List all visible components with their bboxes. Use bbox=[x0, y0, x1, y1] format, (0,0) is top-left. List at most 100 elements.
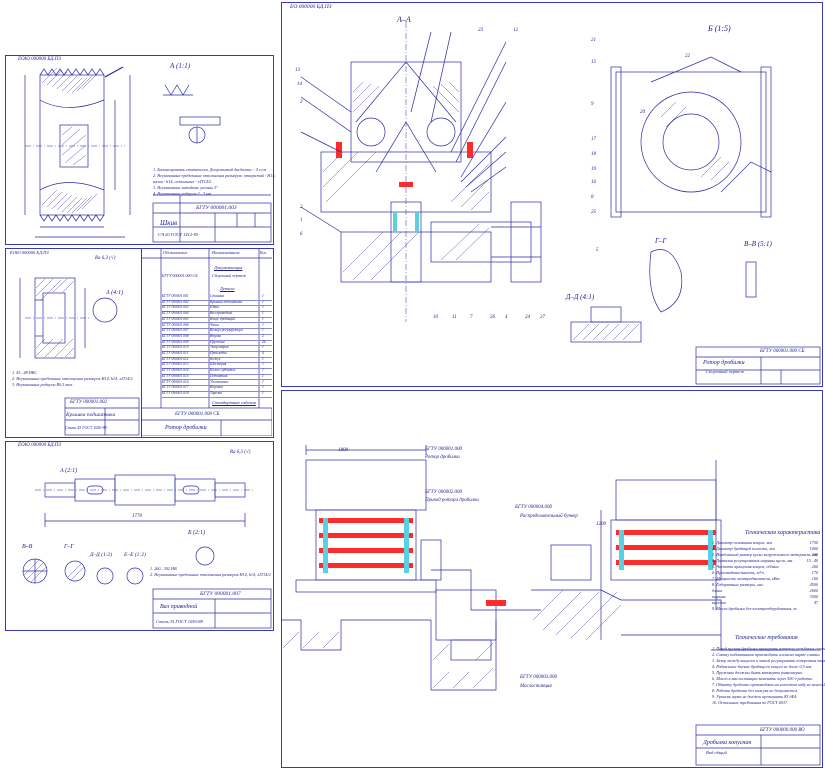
cover-doc-number: БГТУ 000001.002 bbox=[70, 400, 107, 405]
tech-req-title: Технические требования bbox=[735, 635, 798, 641]
spec-row-qty: 1 bbox=[262, 379, 264, 384]
tech-char-value: 2600 bbox=[809, 588, 818, 593]
tech-char-item: 3. Наибольший размер куска загружаемого … bbox=[712, 552, 818, 557]
tech-req-item: 3. Зазор между конусом и чашей регулиров… bbox=[712, 658, 825, 663]
spec-row-qty: 24 bbox=[262, 339, 266, 344]
general-title: Дробилка конусная bbox=[703, 740, 752, 746]
assembly-callout: 20 bbox=[640, 110, 645, 115]
cover-sheet bbox=[5, 248, 142, 438]
general-label-bunker: БГТУ 000004.000 bbox=[515, 505, 552, 510]
spec-row-name: Подпятник bbox=[210, 373, 228, 378]
assembly-callout: 23 bbox=[478, 28, 483, 33]
assembly-callout: 11 bbox=[452, 315, 457, 320]
tech-req-item: 5. Пружины должны быть затянуты равномер… bbox=[712, 670, 804, 675]
tech-char-item: длина bbox=[712, 588, 723, 593]
spec-col-name: Наименование bbox=[212, 250, 240, 255]
spec-sheet bbox=[141, 248, 274, 438]
tech-char-item: 1. Диаметр основания конуса, мм bbox=[712, 540, 772, 545]
spec-row-code: БГТУ 000001.004 bbox=[162, 311, 189, 316]
spec-row-qty: 1 bbox=[262, 328, 264, 333]
assembly-drawing bbox=[300, 22, 821, 385]
spec-row: БГТУ 000001.012 Кожух 1 bbox=[162, 357, 272, 364]
shaft-label-gg: Г–Г bbox=[64, 544, 74, 550]
general-label-base: БГТУ 000003.000 bbox=[520, 675, 557, 680]
cover-note: 2. Неуказанные предельные отклонения раз… bbox=[12, 376, 133, 381]
tech-char-value: 1750 bbox=[809, 540, 818, 545]
spec-col-qty: Кол. bbox=[260, 250, 268, 255]
spec-row-qty: 1 bbox=[262, 316, 264, 321]
general-label-drive-sub: Привод ротора дробилки bbox=[425, 498, 479, 503]
shaft-dim-main: 1770 bbox=[132, 514, 142, 519]
spec-row-code: БГТУ 000001.007 bbox=[162, 328, 189, 333]
assembly-callout: 22 bbox=[685, 54, 690, 59]
spec-row-name: Колесо зубчатое bbox=[210, 368, 236, 373]
assembly-callout: 6 bbox=[300, 232, 303, 237]
tech-req-list: 1. Перед пуском дробилки проверить затяж… bbox=[712, 646, 825, 706]
shaft-note: 2. Неуказанные предельные отклонения раз… bbox=[150, 572, 271, 577]
tech-char-value: 260 bbox=[811, 564, 818, 569]
shaft-note: 1. 260...302 HB bbox=[150, 566, 177, 571]
shaft-label-ee: Е–Е (1:2) bbox=[124, 552, 146, 558]
shaft-roughness: Ra 6,3 (√) bbox=[230, 450, 251, 455]
spec-row-name: Уплотнение bbox=[210, 379, 229, 384]
spec-row-name: Шестерня bbox=[210, 362, 227, 367]
spec-row-qty: 1 bbox=[262, 305, 264, 310]
spec-row-name: Кожух bbox=[210, 356, 221, 361]
pulley-part-name: Шкив bbox=[160, 219, 178, 227]
spec-row-qty: 1 bbox=[262, 356, 264, 361]
shaft-label-b: Б (2:1) bbox=[188, 530, 206, 536]
cover-view-label: А (4:1) bbox=[106, 290, 124, 296]
general-subtitle: Вид общий bbox=[706, 750, 727, 755]
tech-char-item: высота bbox=[712, 600, 726, 605]
cover-drawing bbox=[19, 277, 140, 436]
spec-row-qty: 2 bbox=[262, 333, 264, 338]
tech-char-item: 2. Диаметр дробящей полости, мм bbox=[712, 546, 775, 551]
tech-char-value: 160 bbox=[811, 576, 818, 581]
spec-row-name: Шкив bbox=[210, 305, 219, 310]
tech-char-value: 200 bbox=[811, 552, 818, 557]
spec-row-code: БГТУ 000001.003 bbox=[162, 305, 189, 310]
spec-row-code: БГТУ 000001.011 bbox=[162, 351, 189, 355]
shaft-part-name: Вал приводной bbox=[160, 604, 198, 610]
assembly-callout: 26 bbox=[490, 315, 495, 320]
spec-row-code: БГТУ 000001.018 bbox=[162, 390, 189, 395]
spec-row-qty: 1 bbox=[262, 322, 264, 327]
spec-row-qty: 1 bbox=[262, 299, 264, 304]
spec-section-parts: Детали bbox=[220, 286, 235, 291]
spec-doc-row-code: БГТУ 000001.000 СБ bbox=[162, 273, 198, 278]
tech-req-item: 7. Обкатку дробилки производить на холос… bbox=[712, 682, 825, 687]
assembly-section-aa: А–А bbox=[397, 15, 411, 24]
spec-row: БГТУ 000001.003 Шкив 1 bbox=[162, 305, 272, 313]
spec-row-code: БГТУ 000001.012 bbox=[162, 356, 189, 361]
assembly-callout: 19 bbox=[591, 167, 596, 172]
spec-row-name: Кольцо регулирующее bbox=[210, 328, 244, 333]
spec-row: БГТУ 000001.007 Кольцо регулирующее 1 bbox=[162, 328, 272, 335]
assembly-callout: 15 bbox=[591, 60, 596, 65]
assembly-subtitle: Сборочный чертеж bbox=[706, 369, 745, 374]
assembly-section-dd: Д–Д (4:1) bbox=[566, 293, 595, 301]
tech-char-item: 9. Масса дробилки без электрооборудовани… bbox=[712, 606, 797, 611]
assembly-callout: 27 bbox=[540, 315, 545, 320]
assembly-stamp: ЕО 000000 БД.ПЗ bbox=[290, 4, 332, 10]
shaft-notes: 1. 260...302 HB 2. Неуказанные предельны… bbox=[150, 566, 271, 578]
spec-row-code: БГТУ 000001.013 bbox=[162, 362, 189, 367]
cover-note: 3. Неуказанные радиусы R0,5 max bbox=[12, 382, 73, 387]
general-label-rotor: БГТУ 000001.000 bbox=[425, 447, 462, 452]
spec-grid bbox=[141, 248, 272, 436]
cover-roughness: Ra 6,3 (√) bbox=[95, 256, 116, 261]
spec-row-name: Воронка bbox=[210, 385, 223, 390]
spec-doc-row-name: Сборочный чертеж bbox=[212, 273, 247, 278]
general-label-bunker-sub: Распределительный бункер bbox=[520, 514, 578, 519]
spec-section-standard: Стандартные изделия bbox=[212, 400, 256, 405]
spec-row-name: Крышка подшипника bbox=[210, 299, 243, 304]
assembly-callout: 14 bbox=[297, 82, 302, 87]
assembly-callout: 17 bbox=[591, 137, 596, 142]
cover-part-name: Крышка подшипника bbox=[66, 412, 116, 418]
assembly-view-b: Б (1:5) bbox=[708, 24, 731, 33]
spec-row-code: БГТУ 000001.014 bbox=[162, 368, 189, 373]
